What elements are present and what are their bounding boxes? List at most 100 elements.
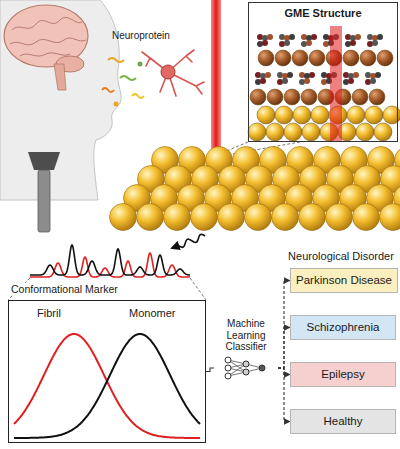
gold-sphere: [218, 204, 245, 231]
gold-sphere: [110, 204, 137, 231]
scatter-wave: [172, 234, 205, 248]
gold-sphere: [326, 204, 353, 231]
probe-head: [28, 152, 60, 170]
head-silhouette: [0, 0, 121, 200]
analyte-molecule: [367, 34, 373, 40]
analyte-molecule: [257, 34, 263, 40]
protein: [138, 62, 143, 67]
classifier-node: Machine Learning Classifier: [214, 318, 278, 382]
analyte-molecule: [277, 72, 283, 78]
disorder-name: Parkinson Disease: [296, 274, 392, 287]
gold-nanoparticle: [248, 123, 266, 141]
disorder-name: Schizophrenia: [307, 321, 380, 334]
gold-nanoparticle: [365, 106, 383, 124]
neuron-soma: [161, 65, 175, 79]
analyte-molecule: [277, 79, 283, 85]
classifier-label: Machine Learning Classifier: [214, 318, 278, 353]
connector: [206, 368, 214, 372]
graphene-particle: [377, 50, 393, 66]
gold-nanoparticle: [266, 123, 284, 141]
analyte-molecule: [282, 78, 288, 84]
analyte-molecule: [284, 40, 290, 46]
disorder-box: Schizophrenia: [290, 315, 396, 340]
analyte-molecule: [279, 41, 285, 47]
graphene-particle: [267, 89, 283, 105]
network-unit: [225, 357, 231, 363]
gold-nanoparticle: [311, 106, 329, 124]
zoom-line: [190, 278, 206, 300]
graphene-particle: [258, 50, 274, 66]
gold-sphere: [272, 204, 299, 231]
gold-nanoparticle: [275, 106, 293, 124]
curve-label: Monomer: [129, 307, 175, 320]
analyte-molecule: [375, 72, 381, 78]
analyte-molecule: [348, 78, 354, 84]
analyte-molecule: [262, 40, 268, 46]
laser-beam: [330, 26, 342, 141]
analyte-molecule: [287, 72, 293, 78]
plot-box: Conformational MarkerFibrilMonomer: [8, 300, 206, 443]
raman-probe: [28, 152, 60, 232]
gold-nanoparticle: [302, 123, 320, 141]
graphene-particle: [250, 89, 266, 105]
analyte-molecule: [304, 78, 310, 84]
disorder-box: Parkinson Disease: [290, 268, 398, 293]
network-unit: [259, 365, 265, 371]
analyte-molecule: [279, 34, 285, 40]
disorder-box: Healthy: [290, 409, 396, 434]
component-label: Neuroprotein: [112, 30, 182, 41]
gold-nanoparticle: [284, 123, 302, 141]
analyte-molecule: [377, 34, 383, 40]
graphene-particle: [352, 89, 368, 105]
analyte-molecule: [257, 41, 263, 47]
curve-label: Fibril: [37, 307, 61, 320]
raman-spectra: [30, 245, 190, 277]
gold-nanoparticle: [257, 106, 275, 124]
protein: [120, 76, 136, 80]
structure-panel: GME Structure: [248, 2, 398, 142]
head-figure: [0, 0, 121, 200]
gold-sphere: [380, 204, 400, 231]
gold-nanoparticle: [347, 106, 365, 124]
classifier-icon: [225, 357, 265, 379]
analyte-molecule: [370, 78, 376, 84]
brain-folds: [10, 17, 86, 56]
analyte-molecule: [323, 34, 329, 40]
analyte-molecule: [367, 41, 373, 47]
analyte-molecule: [265, 72, 271, 78]
gold-sphere: [299, 204, 326, 231]
analyte-molecule: [267, 34, 273, 40]
gold-sphere-surface: [110, 147, 400, 231]
gold-sphere: [164, 204, 191, 231]
analyte-molecule: [372, 40, 378, 46]
graphene-particle: [275, 50, 291, 66]
analyte-molecule: [301, 34, 307, 40]
connector: [278, 281, 290, 369]
gold-sphere: [353, 204, 380, 231]
probe-handle: [38, 170, 50, 232]
fibril-curve: [14, 334, 200, 438]
brain-stem: [54, 64, 66, 90]
analyte-molecule: [301, 41, 307, 47]
neuron-figure: [102, 50, 204, 107]
analyte-molecule: [321, 72, 327, 78]
gold-nanoparticle: [374, 123, 392, 141]
analyte-molecule: [353, 72, 359, 78]
analyte-molecule: [299, 72, 305, 78]
plot-heading: Conformational Marker: [9, 283, 120, 295]
network-unit: [225, 373, 231, 379]
gme-layers: [248, 2, 400, 142]
analyte-molecule: [289, 34, 295, 40]
spectrum-line: [30, 245, 190, 275]
analyte-molecule: [345, 34, 351, 40]
network-unit: [243, 361, 249, 367]
neuron-dendrites: [142, 50, 204, 96]
analyte-molecule: [260, 78, 266, 84]
graphene-particle: [284, 89, 300, 105]
analyte-molecule: [365, 72, 371, 78]
monomer-curve: [14, 334, 200, 438]
protein: [102, 88, 114, 92]
connector: [278, 368, 290, 422]
gold-sphere: [191, 204, 218, 231]
